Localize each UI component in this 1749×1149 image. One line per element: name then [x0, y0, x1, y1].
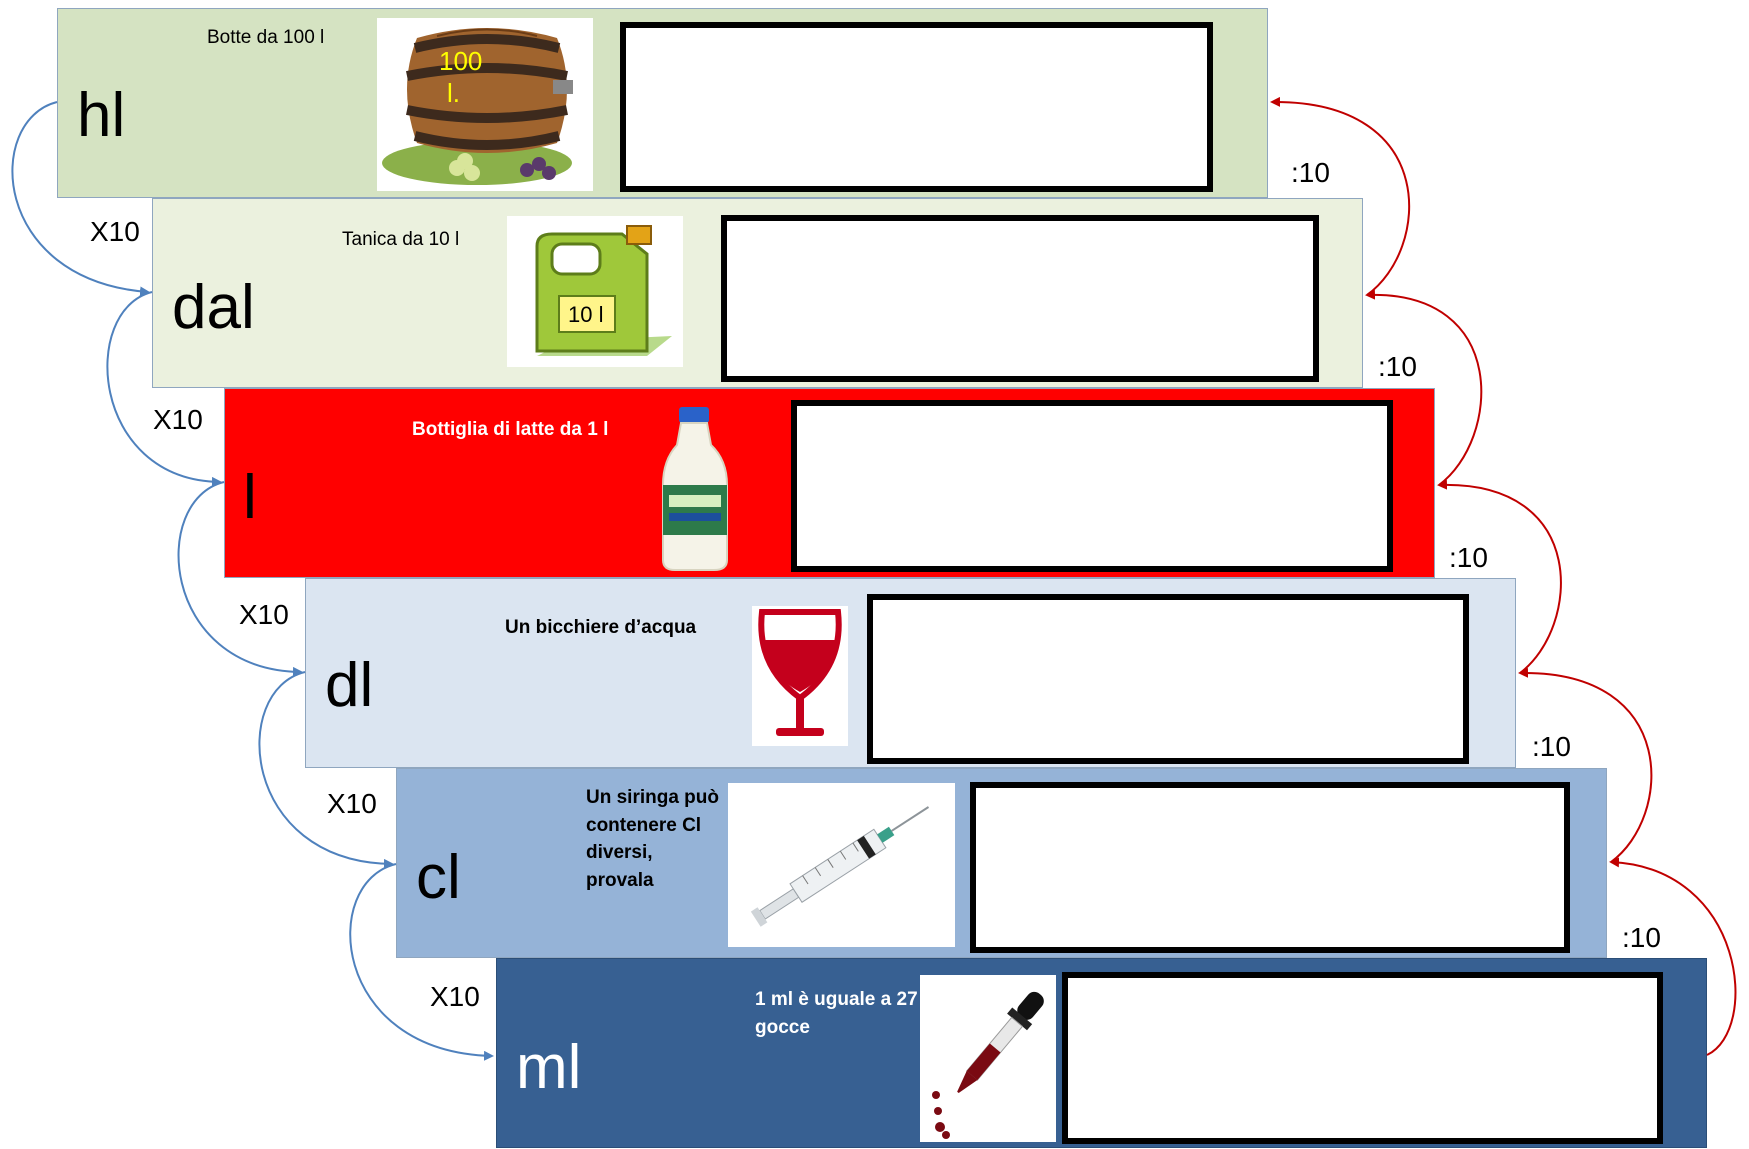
divide-label: :10 — [1291, 157, 1330, 188]
multiply-label: X10 — [90, 216, 140, 247]
divide-label: :10 — [1449, 542, 1488, 573]
divide-label: :10 — [1532, 731, 1571, 762]
milk-bottle-icon — [649, 405, 742, 573]
unit-label: dl — [325, 651, 374, 720]
step-description: Tanica da 10 l — [342, 229, 460, 250]
syringe-icon — [728, 783, 955, 947]
unit-label: l — [243, 463, 257, 532]
svg-text:l.: l. — [447, 78, 460, 108]
answer-box[interactable] — [620, 22, 1213, 192]
barrel-label: 100 — [439, 46, 482, 76]
step-dal: dal Tanica da 10 l 10 l — [152, 198, 1363, 388]
multiply-label: X10 — [430, 981, 480, 1012]
dropper-icon — [920, 975, 1056, 1142]
step-description: Botte da 100 l — [207, 27, 325, 48]
step-cl: cl Un siringa può contenere Cl diversi, … — [396, 768, 1607, 958]
step-description: 1 ml è uguale a 27 gocce — [755, 989, 918, 1038]
jerrycan-label: 10 l — [568, 302, 603, 327]
answer-box[interactable] — [721, 215, 1319, 382]
multiply-label: X10 — [327, 788, 377, 819]
answer-box[interactable] — [1062, 972, 1663, 1144]
unit-label: cl — [416, 843, 461, 912]
multiply-label: X10 — [239, 599, 289, 630]
divide-label: :10 — [1378, 351, 1417, 382]
barrel-icon: 100 l. — [377, 18, 593, 191]
step-hl: hl Botte da 100 l 100 l. — [57, 8, 1268, 198]
wine-glass-icon — [752, 606, 848, 746]
unit-label: ml — [516, 1033, 582, 1102]
step-l: l Bottiglia di latte da 1 l — [224, 388, 1435, 578]
step-description: Bottiglia di latte da 1 l — [412, 419, 609, 440]
unit-label: hl — [77, 81, 126, 150]
answer-box[interactable] — [867, 594, 1469, 764]
step-ml: ml 1 ml è uguale a 27 gocce — [496, 958, 1707, 1148]
divide-label: :10 — [1622, 922, 1661, 953]
answer-box[interactable] — [970, 782, 1570, 953]
answer-box[interactable] — [791, 400, 1393, 572]
multiply-label: X10 — [153, 404, 203, 435]
jerrycan-icon: 10 l — [507, 216, 683, 367]
step-description: Un siringa può contenere Cl diversi, pro… — [586, 787, 719, 891]
step-dl: dl Un bicchiere d’acqua — [305, 578, 1516, 768]
unit-label: dal — [172, 273, 255, 342]
step-description: Un bicchiere d’acqua — [505, 617, 697, 638]
